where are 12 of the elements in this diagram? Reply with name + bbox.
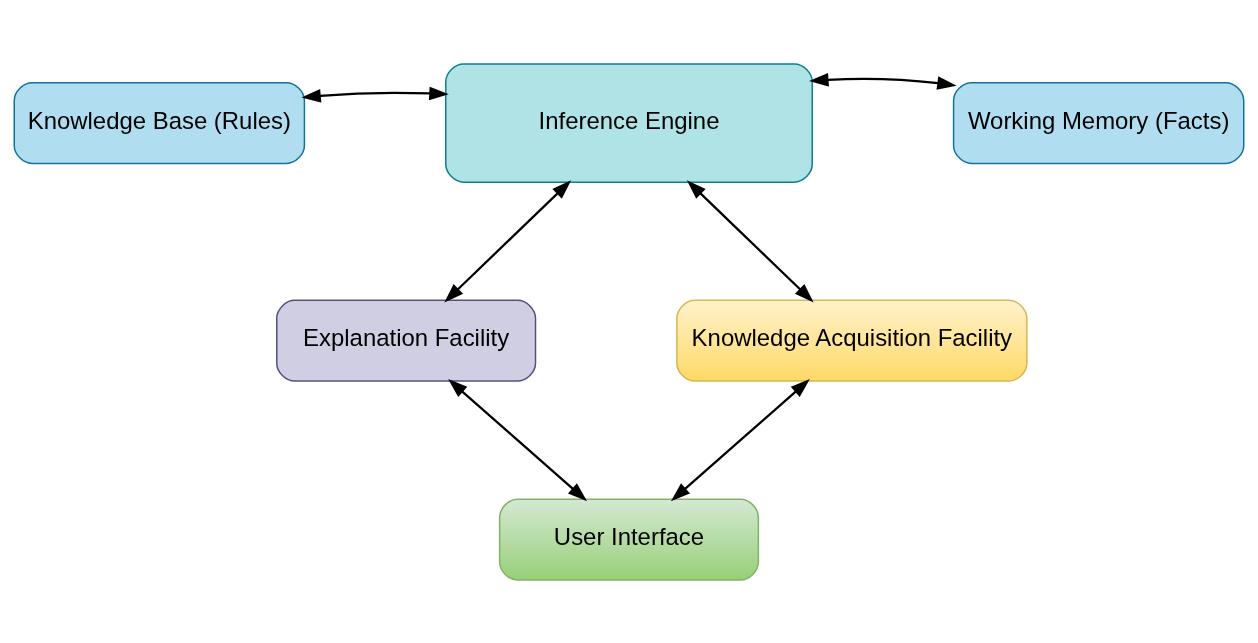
arrow: [686, 179, 814, 302]
arrow: [809, 72, 957, 90]
arrow: [448, 378, 588, 501]
node-box: Knowledge Base (Rules): [13, 81, 306, 164]
arrow: [444, 179, 572, 302]
arrow: [301, 86, 449, 103]
arrow: [670, 378, 810, 501]
node-box: Inference Engine: [445, 62, 813, 183]
node-box: User Interface: [498, 498, 760, 581]
node-box: Knowledge Acquisition Facility: [676, 299, 1028, 382]
node-box: Explanation Facility: [276, 299, 537, 382]
node-box: Working Memory (Facts): [952, 81, 1245, 164]
